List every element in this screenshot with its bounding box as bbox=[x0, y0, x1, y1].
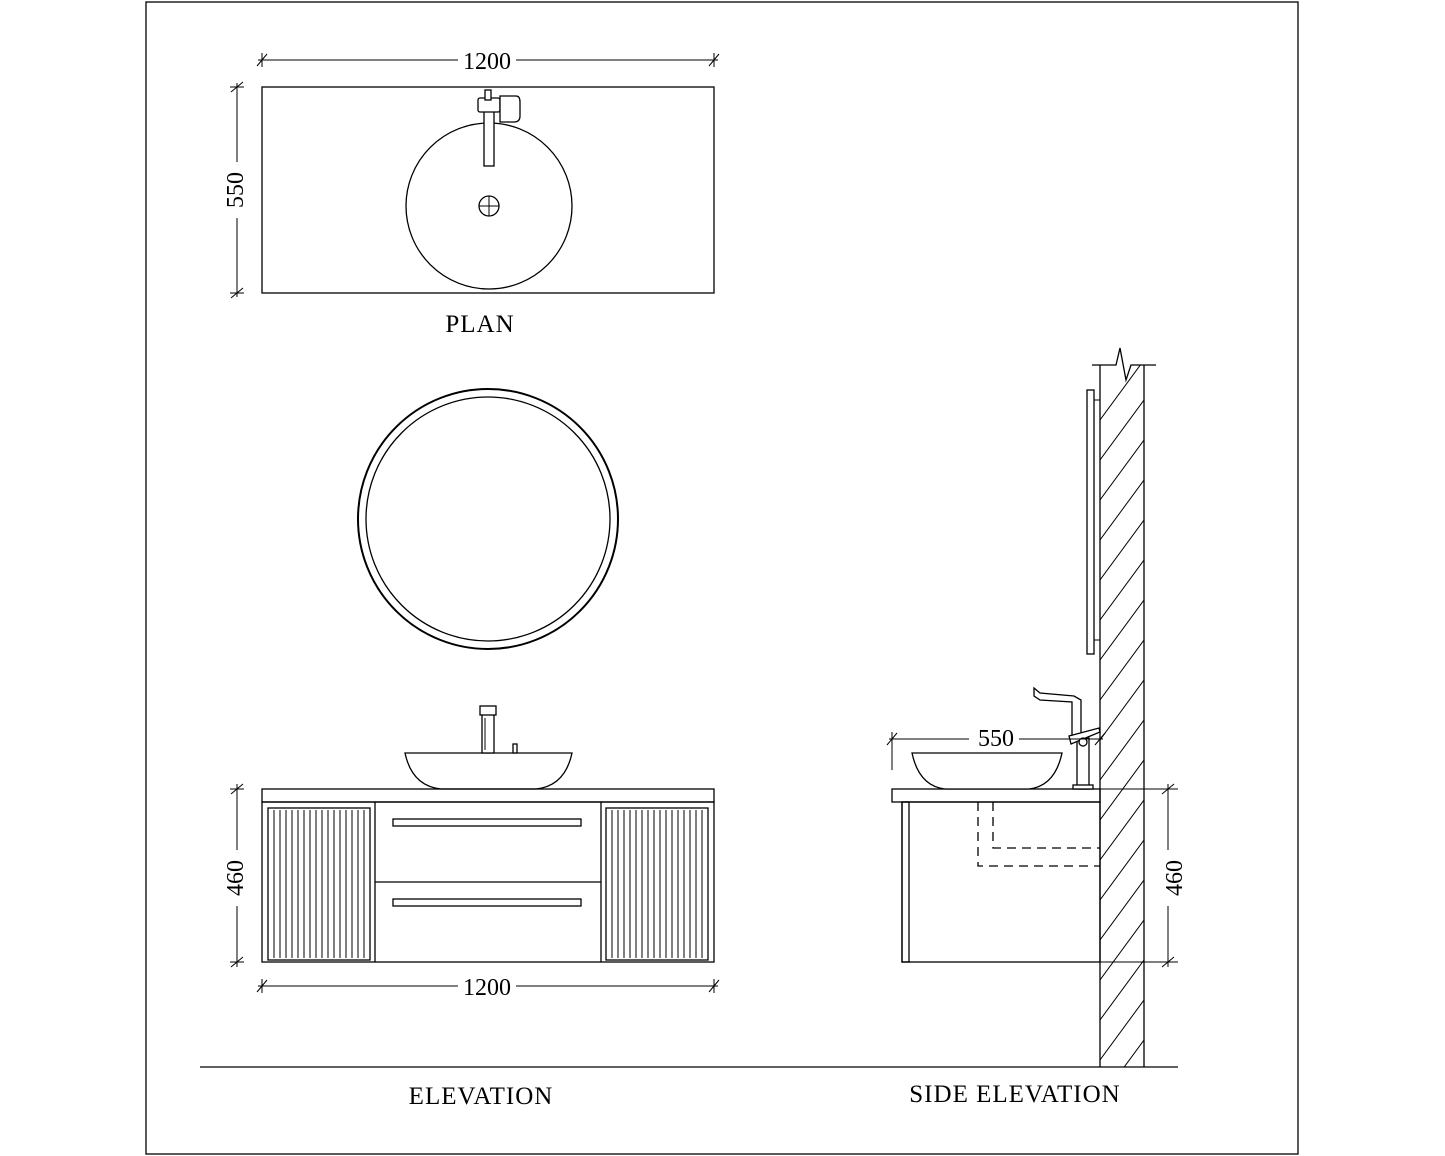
plan-width-label: 1200 bbox=[463, 49, 511, 75]
side-countertop bbox=[891, 788, 1101, 803]
elevation-height-dimension: 460 bbox=[222, 783, 250, 968]
elevation-width-label: 1200 bbox=[463, 975, 511, 1001]
wall-hatch-line bbox=[1100, 365, 1141, 421]
side-mirror bbox=[1086, 389, 1100, 655]
wall-hatch-line bbox=[1100, 919, 1144, 981]
left-fluted-door bbox=[267, 807, 371, 961]
side-vessel-basin bbox=[911, 752, 1063, 790]
top-drawer-handle bbox=[392, 818, 582, 827]
side-cabinet bbox=[901, 801, 1101, 963]
wall-section bbox=[1092, 347, 1156, 1156]
right-fluted-door bbox=[605, 807, 709, 961]
hidden-plumbing-trap bbox=[977, 802, 1100, 867]
elevation-width-dimension: 1200 bbox=[256, 972, 720, 1001]
side-elevation-title: SIDE ELEVATION bbox=[909, 1081, 1120, 1108]
plan-view: 1200 550 PLAN bbox=[222, 46, 720, 338]
plan-width-dimension: 1200 bbox=[256, 46, 720, 75]
side-height-dimension: 460 bbox=[1100, 783, 1188, 968]
side-faucet-icon bbox=[1033, 686, 1101, 790]
elevation-vanity-cabinet bbox=[261, 788, 715, 963]
elevation-height-label: 460 bbox=[223, 860, 249, 896]
plan-depth-dimension: 550 bbox=[222, 81, 250, 299]
wall-hatch-line bbox=[1100, 759, 1144, 821]
wall-hatch-line bbox=[1100, 439, 1144, 501]
plan-drain-icon bbox=[478, 195, 500, 217]
wall-hatch-line bbox=[1123, 1039, 1144, 1067]
plan-faucet-icon bbox=[477, 89, 521, 167]
plan-depth-label: 550 bbox=[223, 172, 249, 208]
wall-hatch-line bbox=[1100, 479, 1144, 541]
elevation-faucet-icon bbox=[479, 705, 518, 754]
side-depth-label: 550 bbox=[978, 726, 1014, 752]
front-elevation-view: 460 1200 ELEVATION bbox=[200, 388, 1178, 1110]
side-depth-dimension: 550 bbox=[886, 726, 1106, 770]
round-mirror bbox=[357, 388, 619, 650]
wall-hatch-line bbox=[1100, 399, 1144, 461]
plan-countertop bbox=[261, 86, 715, 294]
wall-hatch-line bbox=[1100, 1120, 1144, 1156]
wall-hatch-line bbox=[1100, 519, 1144, 581]
wall-hatch-line bbox=[1100, 999, 1144, 1061]
bottom-drawer-handle bbox=[392, 898, 582, 907]
wall-hatch-line bbox=[1100, 879, 1144, 941]
side-elevation-view: 550 460 SIDE ELEVATION bbox=[886, 347, 1188, 1156]
wall-hatch-line bbox=[1100, 599, 1144, 661]
wall-hatch-line bbox=[1100, 959, 1144, 1021]
wall-hatch-line bbox=[1100, 679, 1144, 741]
wall-hatch-line bbox=[1100, 559, 1144, 621]
side-height-label: 460 bbox=[1162, 860, 1188, 896]
wall-hatch-line bbox=[1100, 839, 1144, 901]
wall-hatch-line bbox=[1100, 719, 1144, 781]
sheet-border bbox=[145, 1, 1299, 1155]
wall-hatch-line bbox=[1100, 639, 1144, 701]
elevation-title: ELEVATION bbox=[409, 1083, 554, 1110]
wall-hatch-line bbox=[1100, 799, 1144, 861]
elevation-vessel-basin bbox=[404, 752, 573, 790]
plan-title: PLAN bbox=[445, 311, 514, 338]
